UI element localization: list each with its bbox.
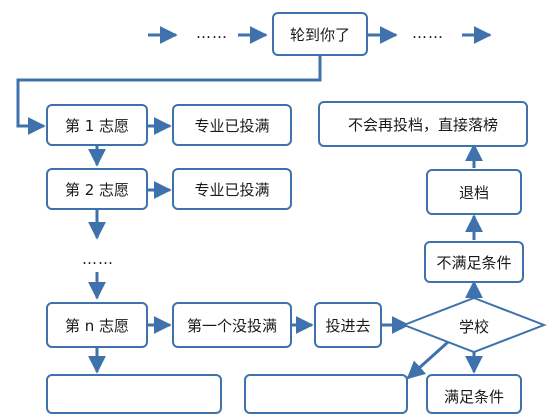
return-file-box: 退档	[426, 169, 522, 215]
school-diamond	[401, 296, 547, 354]
left-dots: ……	[82, 250, 114, 268]
submit-box: 投进去	[314, 302, 382, 348]
first-not-full-box: 第一个没投满	[172, 302, 292, 348]
full2-box: 专业已投满	[172, 168, 292, 210]
school-label: 学校	[459, 318, 490, 336]
top-dots-right: ……	[412, 24, 444, 42]
arrow-turn-to-choice1	[16, 55, 322, 135]
turn-box: 轮到你了	[272, 12, 368, 56]
bottom-box-left	[46, 374, 222, 414]
choice2-box: 第 2 志愿	[46, 168, 148, 210]
arrow-school-diagonal	[406, 340, 450, 380]
full1-box: 专业已投满	[172, 104, 292, 146]
meet-box: 满足条件	[426, 374, 522, 414]
choice1-box: 第 1 志愿	[46, 104, 148, 146]
bottom-box-middle	[244, 374, 408, 414]
flow-connectors	[16, 26, 547, 380]
not-meet-box: 不满足条件	[424, 241, 524, 283]
no-more-box: 不会再投档，直接落榜	[318, 101, 528, 147]
top-dots-left: ……	[196, 24, 228, 42]
choice-n-box: 第 n 志愿	[46, 302, 148, 348]
